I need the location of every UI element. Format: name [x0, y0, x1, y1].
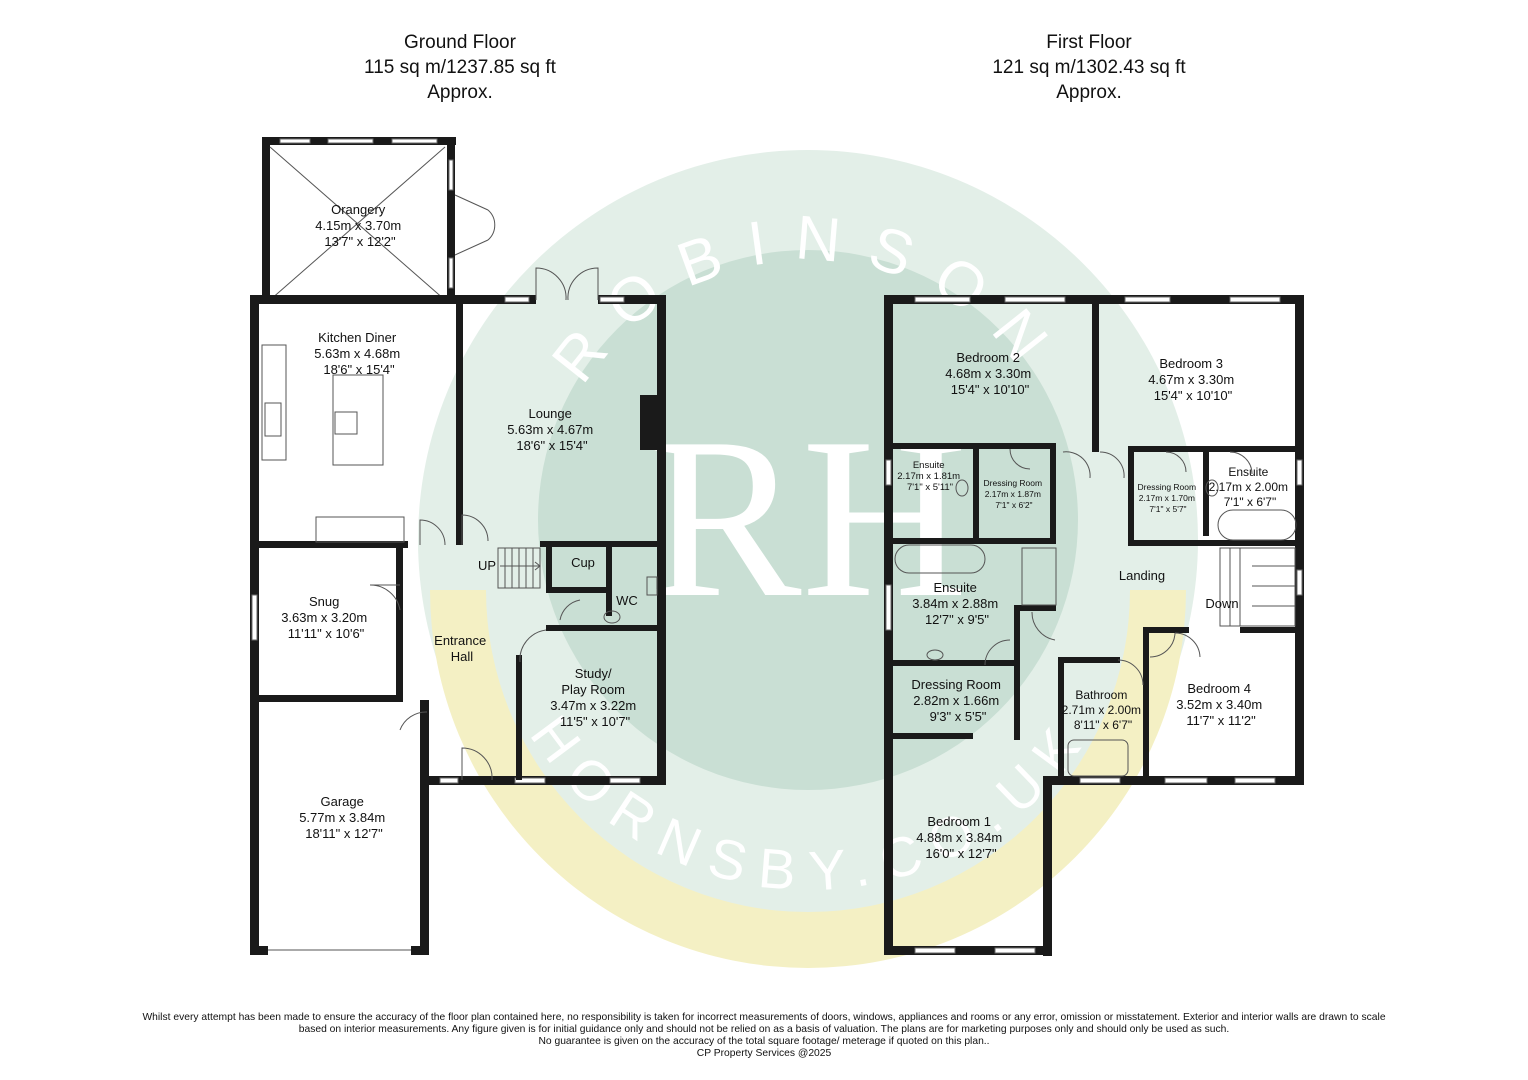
dressing-room-bedroom-2-label: Dressing Room 2.17m x 1.87m 7'1" x 6'2"	[984, 478, 1045, 510]
ensuite-bedroom-1-label: Ensuite 3.84m x 2.88m 12'7" x 9'5"	[912, 580, 1002, 627]
kitchen-island	[332, 374, 384, 466]
bedroom-4-label: Bedroom 4 3.52m x 3.40m 11'7" x 11'2"	[1176, 681, 1266, 728]
lounge-label: Lounge 5.63m x 4.67m 18'6" x 15'4"	[507, 406, 597, 453]
snug-label: Snug 3.63m x 3.20m 11'11" x 10'6"	[281, 594, 371, 641]
stairs-up-label: UP	[478, 558, 496, 573]
toilet-icon	[955, 479, 969, 497]
dressing-room-bedroom-1-label: Dressing Room 2.82m x 1.66m 9'3" x 5'5"	[911, 677, 1004, 724]
disclaimer-line-1: Whilst every attempt has been made to en…	[142, 1012, 1386, 1023]
study-play-room-label: Study/ Play Room 3.47m x 3.22m 11'5" x 1…	[550, 666, 640, 729]
first-floor-title: First Floor	[1046, 32, 1132, 53]
bathroom-label: Bathroom 2.71m x 2.00m 8'11" x 6'7"	[1062, 688, 1145, 732]
dressing-room-bedroom-3-label: Dressing Room 2.17m x 1.70m 7'1" x 5'7"	[1138, 482, 1199, 514]
bath-icon-ensuite	[1217, 509, 1297, 541]
stairs-down-label: Down	[1205, 596, 1238, 611]
orangery-label: Orangery 4.15m x 3.70m 13'7" x 12'2"	[315, 202, 405, 249]
kitchen-sink	[264, 402, 282, 437]
kitchen-unit	[315, 516, 405, 543]
first-floor-plan	[884, 295, 1304, 956]
wc-cistern	[646, 576, 658, 596]
staircase-ground	[497, 547, 541, 589]
bath-icon	[894, 544, 986, 574]
disclaimer: Whilst every attempt has been made to en…	[90, 1012, 1438, 1060]
ground-floor-approx: Approx.	[427, 82, 493, 103]
cupboard-label: Cup	[571, 555, 595, 570]
hob-icon	[334, 411, 358, 435]
first-floor-approx: Approx.	[1056, 82, 1122, 103]
disclaimer-credit: CP Property Services @2025	[696, 1048, 832, 1059]
entrance-hall-label: Entrance Hall	[434, 633, 490, 664]
landing-label: Landing	[1119, 568, 1165, 583]
kitchen-worktop	[261, 344, 287, 461]
disclaimer-line-2: based on interior measurements. Any figu…	[298, 1024, 1230, 1035]
bath-icon-bathroom	[1067, 739, 1129, 777]
staircase-first	[1219, 547, 1296, 627]
garage-label: Garage 5.77m x 3.84m 18'11" x 12'7"	[299, 794, 389, 841]
kitchen-diner-label: Kitchen Diner 5.63m x 4.68m 18'6" x 15'4…	[314, 330, 404, 377]
bedroom-2-label: Bedroom 2 4.68m x 3.30m 15'4" x 10'10"	[945, 350, 1035, 397]
ground-floor-title: Ground Floor	[404, 32, 516, 53]
bedroom-3-label: Bedroom 3 4.67m x 3.30m 15'4" x 10'10"	[1148, 356, 1238, 403]
shower-icon	[1021, 547, 1057, 606]
ground-floor-plan	[250, 137, 666, 955]
wc-basin	[603, 610, 621, 624]
watermark-logo: RH ROBINSON HORNSBY.CO.UK	[418, 150, 1198, 968]
orangery-frame	[262, 137, 496, 302]
wc-label: WC	[616, 593, 638, 608]
disclaimer-line-3: No guarantee is given on the accuracy of…	[538, 1036, 990, 1047]
first-floor-heading: First Floor 121 sq m/1302.43 sq ft Appro…	[889, 30, 1289, 105]
ground-floor-heading: Ground Floor 115 sq m/1237.85 sq ft Appr…	[260, 30, 660, 105]
bedroom-1-label: Bedroom 1 4.88m x 3.84m 16'0" x 12'7"	[916, 814, 1006, 861]
ensuite-bedroom-2-label: Ensuite 2.17m x 1.81m 7'1" x 5'11"	[897, 460, 962, 493]
ensuite-bedroom-3-label: Ensuite 2.17m x 2.00m 7'1" x 6'7"	[1209, 465, 1292, 509]
toilet-icon-2	[1205, 479, 1219, 497]
watermark-monogram: RH	[648, 390, 968, 645]
basin-icon	[926, 649, 944, 661]
watermark-yellow-band	[430, 590, 1186, 968]
first-floor-area: 121 sq m/1302.43 sq ft	[992, 57, 1186, 78]
ground-floor-area: 115 sq m/1237.85 sq ft	[364, 57, 556, 78]
